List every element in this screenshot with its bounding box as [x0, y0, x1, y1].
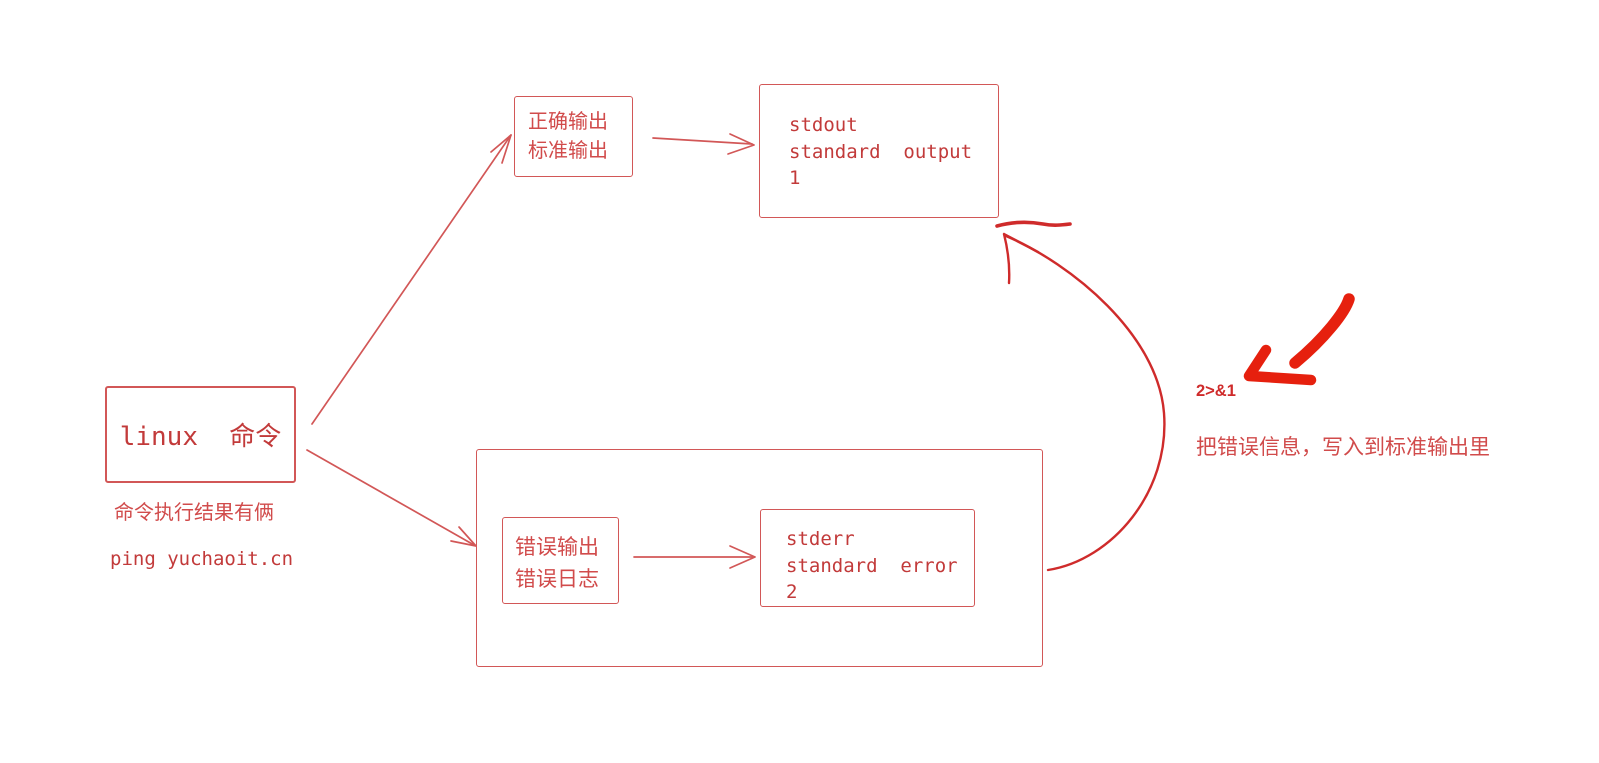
arrow-linux-to-stderr	[306, 449, 475, 546]
arrowhead-linux-to-stdout	[490, 134, 512, 164]
correct-output-line1: 正确输出	[528, 111, 608, 133]
arrowhead-linux-to-stderr	[450, 526, 477, 547]
redirect-operator-label: 2>&1	[1196, 382, 1236, 400]
stdout-line2: standard output	[789, 140, 973, 163]
redirect-caption: 把错误信息，写入到标准输出里	[1196, 436, 1490, 459]
arrow-linux-to-stdout	[311, 134, 512, 425]
curved-arrow-stderr-to-stdout	[1004, 234, 1166, 572]
marker-arrow-shaft	[1289, 293, 1355, 369]
stdout-box: stdout standard output 1	[759, 84, 999, 218]
arrowhead-curved-arrow	[1002, 232, 1040, 285]
tick-mark-under-stdout	[995, 220, 1072, 228]
linux-command-label: linux 命令	[119, 422, 282, 452]
stderr-line2: standard error	[786, 554, 958, 577]
error-output-box: 错误输出 错误日志	[502, 517, 619, 604]
linux-caption-ping-command: ping yuchaoit.cn	[110, 548, 294, 570]
stderr-line1: stderr	[786, 528, 855, 550]
stdout-line1: stdout	[789, 114, 858, 136]
error-output-line2: 错误日志	[515, 568, 599, 591]
stdout-line3: 1	[789, 167, 801, 189]
error-group-container-box	[476, 449, 1043, 667]
linux-caption-results: 命令执行结果有俩	[114, 502, 274, 524]
linux-command-box: linux 命令	[105, 386, 296, 483]
correct-output-box: 正确输出 标准输出	[514, 96, 633, 177]
stderr-line3: 2	[786, 581, 798, 603]
arrowhead-correct-to-stdout	[727, 133, 755, 155]
arrowhead-error-to-stderr	[729, 545, 756, 569]
marker-arrow-head	[1243, 344, 1317, 386]
arrow-correct-to-stdout	[652, 137, 753, 145]
stderr-box: stderr standard error 2	[760, 509, 975, 607]
error-output-line1: 错误输出	[515, 536, 599, 559]
correct-output-line2: 标准输出	[528, 140, 608, 162]
